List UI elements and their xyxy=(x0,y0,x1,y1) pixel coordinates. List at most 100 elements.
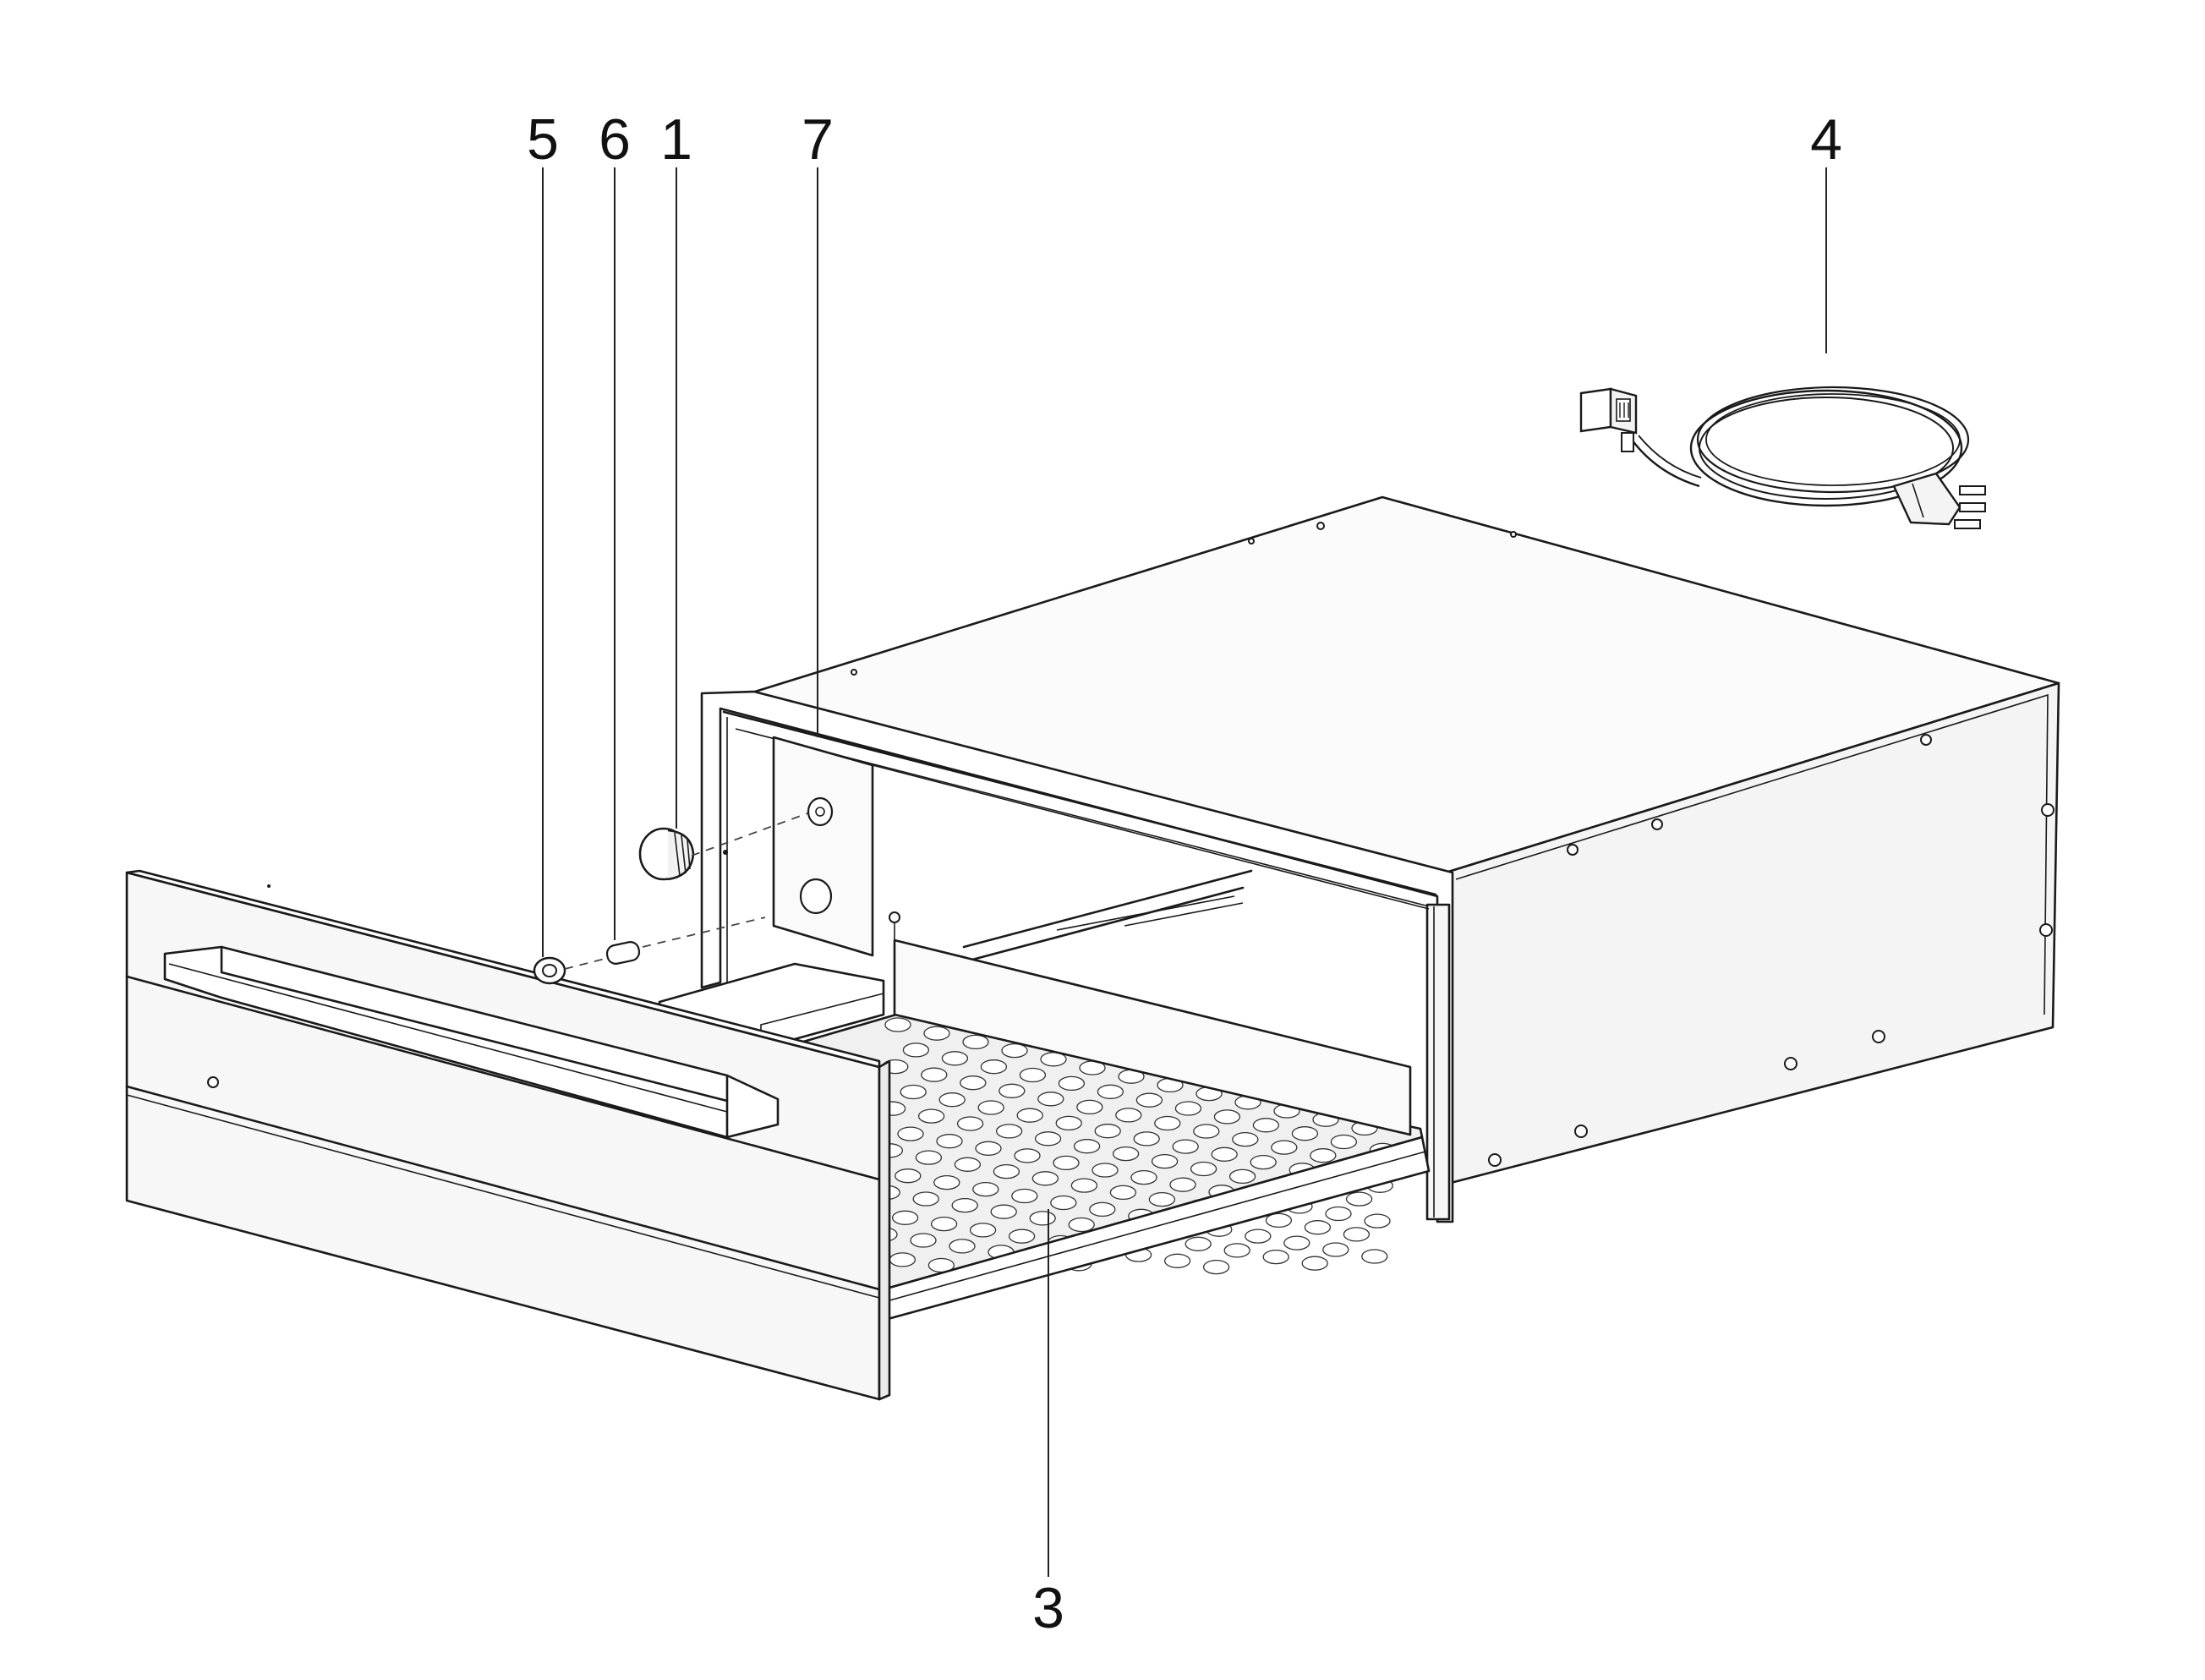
tray-hole xyxy=(1112,1146,1140,1162)
label-washer: 5 xyxy=(527,107,559,172)
tray-hole xyxy=(1262,1249,1289,1265)
tray-hole xyxy=(1211,1146,1238,1162)
tray-hole xyxy=(1169,1177,1196,1192)
tray-hole xyxy=(951,1197,978,1213)
cabinet-housing xyxy=(700,495,2060,1223)
tray-hole xyxy=(1053,1155,1080,1171)
tray-hole xyxy=(1228,1168,1256,1185)
tray-hole xyxy=(936,1134,963,1149)
tray-hole xyxy=(897,1126,924,1141)
label-pin: 6 xyxy=(599,107,631,172)
tray-hole xyxy=(1089,1201,1116,1218)
tray-hole xyxy=(938,1092,966,1108)
tray-hole xyxy=(990,1204,1017,1219)
tray-hole xyxy=(1193,1124,1220,1139)
tray-hole xyxy=(1148,1191,1176,1207)
cord-plug xyxy=(1892,472,1986,529)
knob-part xyxy=(638,827,695,881)
tray-hole xyxy=(1073,1139,1101,1154)
tray-hole xyxy=(1202,1259,1230,1275)
part-number-labels: 5 6 1 7 4 3 xyxy=(527,107,1842,1640)
tray-hole xyxy=(1325,1206,1352,1222)
tray-hole xyxy=(1345,1191,1373,1207)
tray-hole xyxy=(1151,1153,1179,1169)
tray-hole xyxy=(1154,1115,1181,1131)
tray-hole xyxy=(941,1051,969,1066)
tray-hole xyxy=(1291,1126,1319,1141)
pin-part xyxy=(605,941,641,965)
tray-hole xyxy=(1070,1178,1098,1193)
tray-hole xyxy=(1223,1243,1250,1258)
tray-hole xyxy=(1364,1213,1391,1229)
tray-hole xyxy=(900,1084,927,1100)
tray-hole xyxy=(1343,1227,1371,1242)
tray-hole xyxy=(1076,1099,1103,1115)
tray-hole xyxy=(1094,1124,1121,1139)
tray-hole xyxy=(1008,1229,1036,1244)
tray-hole xyxy=(1014,1148,1041,1163)
cabinet-screws xyxy=(851,522,2055,1167)
tray-hole xyxy=(933,1174,960,1190)
tray-hole xyxy=(1174,1101,1202,1116)
tray-hole xyxy=(1265,1212,1293,1229)
tray-hole xyxy=(995,1124,1023,1139)
tray-hole xyxy=(1322,1242,1349,1257)
label-power-cord: 4 xyxy=(1810,107,1842,172)
tray-hole xyxy=(1213,1109,1241,1125)
tray-hole xyxy=(1271,1140,1298,1155)
tray-hole xyxy=(1092,1163,1119,1178)
tray-hole xyxy=(912,1191,939,1207)
tray-hole xyxy=(1283,1235,1310,1250)
tray-hole xyxy=(917,1108,945,1124)
power-cord-part xyxy=(1579,386,1986,529)
tray-hole xyxy=(977,1100,1004,1115)
tray-hole xyxy=(980,1059,1008,1075)
tray-hole xyxy=(1001,1042,1028,1059)
tray-hole xyxy=(1034,1131,1062,1146)
tray-hole xyxy=(1029,1211,1056,1226)
tray-hole xyxy=(1031,1171,1059,1186)
tray-hole xyxy=(1109,1185,1137,1201)
tray-hole xyxy=(895,1168,922,1184)
tray-hole xyxy=(884,1017,911,1032)
drawer-handle xyxy=(163,945,780,1139)
label-knob: 1 xyxy=(660,107,692,172)
tray-hole xyxy=(972,1181,999,1197)
tray-hole xyxy=(1133,1131,1160,1146)
tray-hole xyxy=(1068,1217,1095,1233)
tray-hole xyxy=(1185,1236,1212,1251)
tray-hole xyxy=(891,1210,919,1225)
tray-hole xyxy=(1163,1253,1191,1268)
label-tray: 3 xyxy=(1032,1576,1064,1640)
tray-hole xyxy=(1330,1134,1358,1150)
tray-hole xyxy=(1097,1084,1124,1099)
tray-hole xyxy=(954,1157,982,1172)
tray-hole xyxy=(902,1042,930,1058)
cord-connector xyxy=(1579,387,1638,452)
tray-hole xyxy=(969,1223,997,1238)
tray-hole xyxy=(930,1216,958,1232)
tray-hole xyxy=(923,1026,950,1041)
tray-hole xyxy=(1019,1067,1047,1083)
tray-hole xyxy=(960,1075,987,1091)
tray-hole xyxy=(1115,1108,1142,1123)
tray-hole xyxy=(1016,1108,1043,1123)
tray-hole xyxy=(1232,1131,1259,1147)
tray-hole xyxy=(1361,1249,1388,1264)
tray-hole xyxy=(1252,1118,1280,1133)
tray-hole xyxy=(1011,1188,1038,1204)
tray-hole xyxy=(956,1116,984,1131)
tray-hole xyxy=(1135,1092,1163,1108)
tray-hole xyxy=(962,1034,989,1050)
tray-hole xyxy=(910,1233,937,1248)
tray-hole xyxy=(921,1067,948,1082)
tray-hole xyxy=(1172,1139,1199,1154)
leader-lines xyxy=(542,167,1827,1577)
tray-hole xyxy=(1250,1154,1277,1170)
tray-hole xyxy=(1058,1075,1086,1092)
tray-hole xyxy=(1304,1220,1332,1235)
drawer-tray xyxy=(658,911,1431,1321)
tray-hole xyxy=(1190,1161,1217,1177)
tray-hole xyxy=(1310,1148,1337,1163)
